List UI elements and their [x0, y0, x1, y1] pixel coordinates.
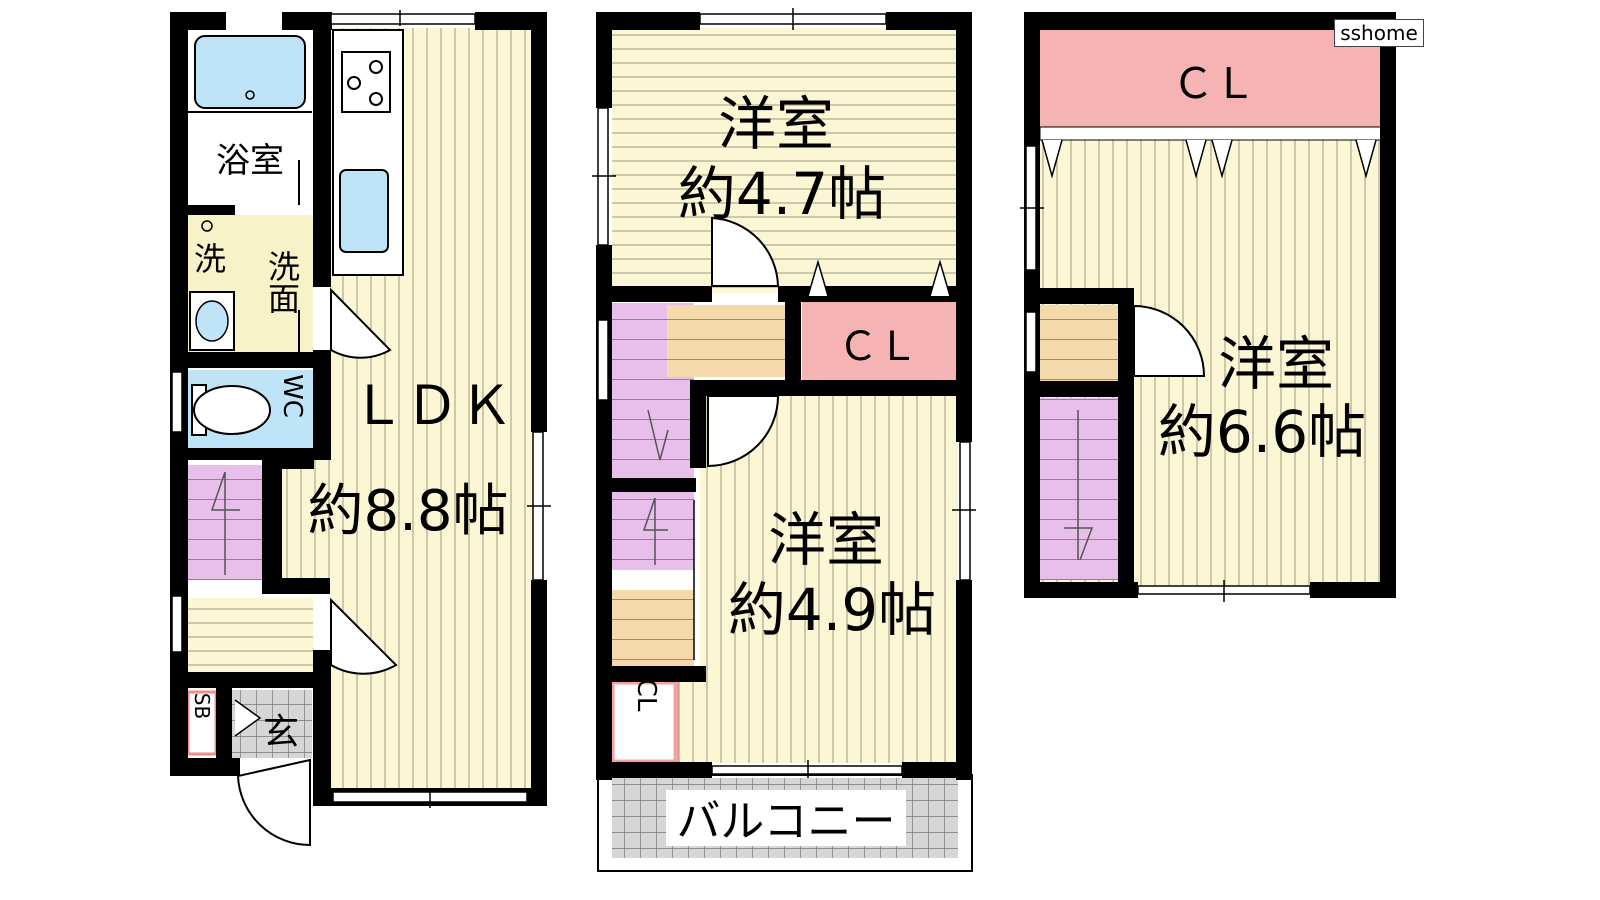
closet-mid — [802, 302, 958, 384]
sink-icon — [339, 169, 389, 253]
room-b-size-label: 約4.9帖 — [728, 576, 936, 644]
wc-label: WC — [277, 374, 307, 418]
closet-floor-3-label: ＣＬ — [1172, 59, 1256, 108]
storage-floor-2-bottom — [612, 590, 694, 666]
door-room-b[interactable] — [707, 395, 780, 468]
door-room-a[interactable] — [711, 216, 780, 287]
washer-label: 洗 — [194, 240, 226, 278]
closet-mid-label: ＣＬ — [838, 324, 918, 370]
washroom-label: 洗面 — [263, 250, 301, 314]
storage-floor-3 — [1040, 305, 1118, 381]
room-a-floor — [612, 28, 958, 293]
front-door[interactable] — [236, 758, 311, 847]
door-ldk-washroom[interactable] — [330, 287, 392, 359]
ldk-label: ＬＤＫ — [351, 374, 513, 437]
room-b-label: 洋室 — [768, 506, 884, 574]
door-ldk-storage[interactable] — [330, 597, 398, 675]
storage-floor-2-top — [667, 305, 785, 377]
door-floor-3[interactable] — [1133, 304, 1206, 377]
watermark: sshome — [1334, 19, 1424, 47]
closet-small-label: CL — [631, 679, 661, 712]
floor-3: ＣＬ 洋室 約6.6帖 — [1020, 12, 1396, 602]
washer-faucet-icon — [201, 220, 213, 232]
room-floor-3-label: 洋室 — [1218, 330, 1334, 398]
room-floor-3-size-label: 約6.6帖 — [1158, 398, 1366, 466]
room-a-label: 洋室 — [718, 90, 834, 158]
ldk-size-label: 約8.8帖 — [307, 479, 508, 544]
floor-2: 洋室 約4.7帖 ＣＬ 洋室 約4.9帖 CL バルコニー — [592, 8, 976, 872]
room-a-size-label: 約4.7帖 — [678, 160, 886, 228]
bathtub-icon — [194, 35, 306, 109]
stove-icon — [341, 51, 391, 113]
stairs-floor-3 — [1040, 398, 1118, 580]
storage-floor-1 — [185, 598, 313, 673]
sb-label: SB — [190, 693, 214, 719]
closet-floor-3 — [1040, 30, 1382, 127]
toilet-icon — [191, 384, 271, 436]
floor-1: 浴室 洗 洗面 WC ＬＤＫ 約8.8帖 SB 玄 — [170, 10, 551, 847]
bath-label: 浴室 — [216, 141, 284, 181]
balcony-label: バルコニー — [676, 796, 895, 847]
entrance-label: 玄 — [263, 712, 299, 753]
